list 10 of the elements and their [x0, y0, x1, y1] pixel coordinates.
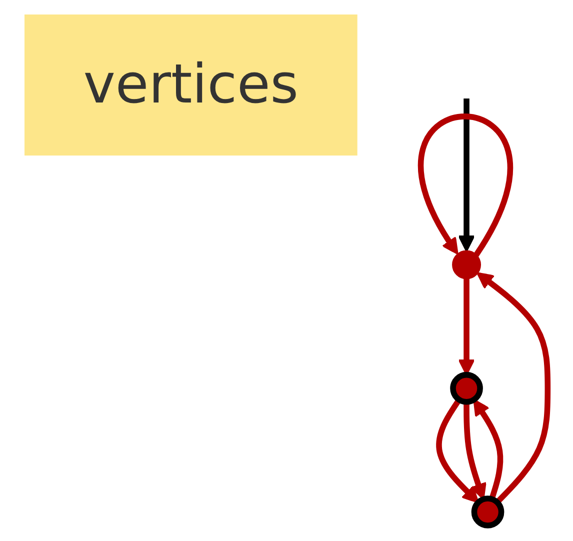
edge-arrow: [464, 402, 486, 500]
pointer-arrow: [458, 98, 475, 252]
sticky-note: vertices: [24, 14, 358, 156]
edge-arrow: [418, 114, 512, 257]
vertex-dot: [450, 372, 483, 405]
edge-arrow: [473, 398, 504, 500]
vertex-dot: [452, 250, 481, 280]
edge-arrow: [436, 398, 479, 504]
edge-arrow: [476, 272, 550, 504]
vertex-dot: [471, 496, 504, 528]
